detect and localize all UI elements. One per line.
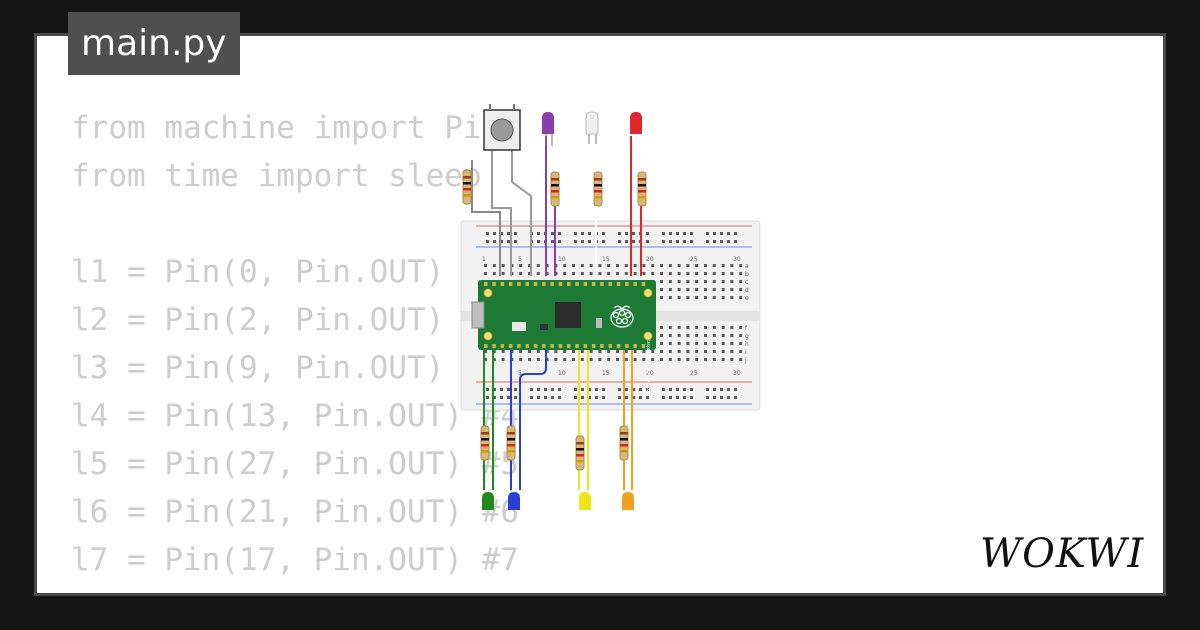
column-number: 15 bbox=[602, 370, 610, 377]
row-letter: e bbox=[745, 295, 749, 302]
wokwi-logo[interactable]: WOKWI bbox=[978, 525, 1148, 577]
led-white bbox=[585, 111, 599, 144]
resistor bbox=[619, 425, 629, 461]
resistors bbox=[462, 169, 647, 471]
code-line: from time import sleep bbox=[71, 158, 482, 194]
raspberry-pi-pico: Raspberry Pi Pico © 2020 bbox=[471, 280, 656, 396]
pico-pins bbox=[484, 282, 646, 348]
column-number: 20 bbox=[646, 256, 654, 263]
resistor bbox=[506, 425, 516, 461]
code-line: l2 = Pin(2, Pin.OUT) #2 bbox=[71, 302, 501, 338]
column-number: 10 bbox=[558, 256, 566, 263]
led-component bbox=[596, 318, 602, 328]
pico-silk-text: Raspberry Pi Pico © 2020 bbox=[645, 338, 652, 396]
wokwi-logo-text: WOKWI bbox=[980, 531, 1144, 577]
code-line: l7 = Pin(17, Pin.OUT) #7 bbox=[71, 542, 519, 578]
raspberry-logo-icon bbox=[610, 305, 634, 328]
row-letter: d bbox=[745, 287, 749, 294]
column-number: 5 bbox=[518, 256, 522, 263]
wire-resistor-to-pico bbox=[471, 160, 501, 276]
row-letter: f bbox=[745, 325, 748, 332]
row-letter: g bbox=[745, 333, 749, 340]
resistor bbox=[637, 171, 647, 207]
wire-button bbox=[491, 150, 512, 276]
row-letter: b bbox=[745, 271, 749, 278]
row-letter: j bbox=[744, 357, 747, 364]
row-letter: a bbox=[745, 263, 749, 270]
project-preview-card: from machine import Pin from time import … bbox=[34, 33, 1166, 596]
code-line: b = Pin(22, Pin.IN) #button pulled bbox=[71, 584, 706, 593]
code-line: l5 = Pin(27, Pin.OUT) #5 bbox=[71, 446, 519, 482]
resistor bbox=[550, 171, 560, 207]
usb-connector bbox=[471, 301, 485, 329]
code-line: from machine import Pin bbox=[71, 110, 501, 146]
resistor bbox=[480, 425, 490, 461]
row-letter: c bbox=[745, 279, 748, 286]
row-letter: h bbox=[745, 341, 749, 348]
pushbutton bbox=[483, 104, 521, 151]
led-purple bbox=[542, 112, 554, 146]
column-number: 10 bbox=[558, 370, 566, 377]
code-editor: from machine import Pin from time import … bbox=[71, 104, 706, 593]
led-yellow bbox=[579, 492, 591, 510]
resistor bbox=[462, 169, 472, 205]
bootsel-button bbox=[512, 322, 526, 331]
column-number: 1 bbox=[482, 256, 486, 263]
column-number: 20 bbox=[646, 370, 654, 377]
led-red bbox=[630, 112, 642, 134]
led-orange bbox=[622, 492, 634, 510]
led-blue bbox=[508, 492, 520, 510]
column-number: 15 bbox=[602, 256, 610, 263]
led-green bbox=[482, 492, 494, 510]
column-number: 25 bbox=[690, 370, 698, 377]
wires bbox=[471, 136, 642, 490]
wire-blue-2 bbox=[519, 350, 547, 490]
resistor bbox=[593, 171, 603, 207]
flash-chip bbox=[540, 324, 548, 330]
column-number: 25 bbox=[690, 256, 698, 263]
file-tab[interactable]: main.py bbox=[68, 12, 240, 75]
wire-button-power bbox=[511, 150, 532, 276]
column-number: 5 bbox=[518, 370, 522, 377]
rp2040-chip bbox=[555, 302, 581, 328]
column-number: 30 bbox=[733, 256, 741, 263]
row-letter: i bbox=[745, 349, 747, 356]
code-line: l4 = Pin(13, Pin.OUT) #4 bbox=[71, 398, 519, 434]
resistor bbox=[575, 435, 585, 471]
column-number: 30 bbox=[733, 370, 741, 377]
